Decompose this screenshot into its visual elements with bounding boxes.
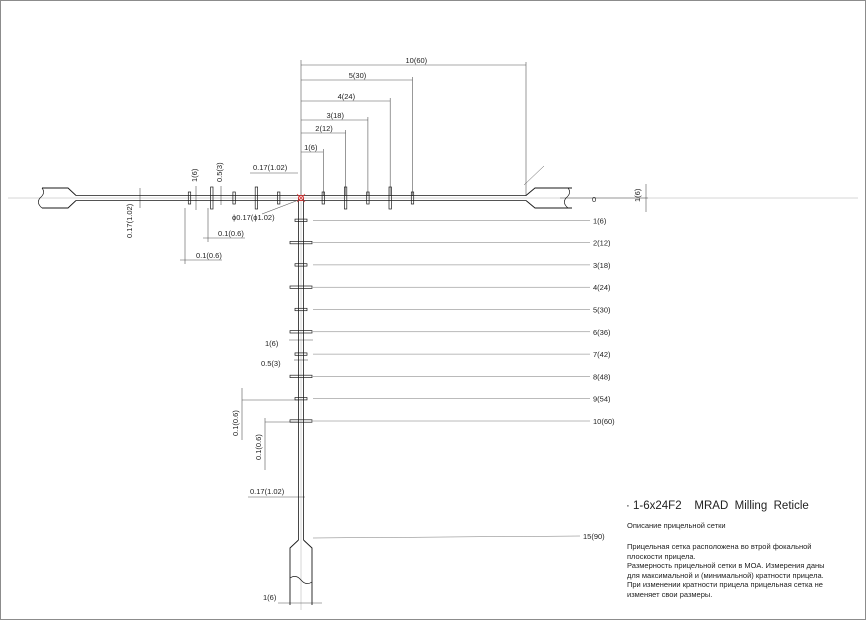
description-line: Прицельная сетка расположена во втрой фо… xyxy=(627,542,812,561)
vertical-value-label: 3(18) xyxy=(593,261,611,270)
line-width-label-2: 0.1(0.6) xyxy=(196,251,222,260)
bottom-post-break xyxy=(289,576,313,584)
bottom-thick-post xyxy=(289,539,313,605)
top-dimension-label: 1(6) xyxy=(304,143,318,152)
vertical-value-label: 9(54) xyxy=(593,395,611,404)
horizontal-hash-mark xyxy=(344,186,348,210)
reticle-info-panel: · 1-6x24F2 MRAD Milling Reticle Описание… xyxy=(626,500,831,599)
horizontal-hash-mark xyxy=(410,191,415,205)
vertical-leader xyxy=(312,535,581,539)
top-dimension-label: 3(18) xyxy=(326,111,344,120)
vertical-hash-mark xyxy=(289,241,313,245)
dimension-lines xyxy=(8,60,858,610)
horizontal-hash-mark xyxy=(321,191,325,205)
center-dot xyxy=(298,195,304,201)
horizontal-hash-mark xyxy=(232,191,236,205)
bottom-post-label: 1(6) xyxy=(263,593,277,602)
vertical-value-label: 8(48) xyxy=(593,372,611,381)
tick-height-label: 1(6) xyxy=(190,168,199,182)
vertical-hash-mark xyxy=(289,330,313,334)
center-cross xyxy=(296,193,306,203)
horizontal-hash-mark xyxy=(277,191,281,205)
horizontal-hash-mark xyxy=(254,186,258,210)
half-tick-label: 0.5(3) xyxy=(215,162,224,182)
reticle-description: Прицельная сетка расположена во втрой фо… xyxy=(627,542,831,599)
vertical-hash-mark xyxy=(294,352,308,356)
line-width-b-label: 0.1(0.6) xyxy=(254,434,263,460)
right-post-break xyxy=(564,187,570,209)
description-line: При изменении кратности прицела прицельн… xyxy=(627,580,823,599)
vertical-value-label: 4(24) xyxy=(593,283,611,292)
vertical-hash-mark xyxy=(294,307,308,312)
top-dimension-label: 4(24) xyxy=(338,92,356,101)
post-width-v-label: 0.17(1.02) xyxy=(250,487,285,496)
post-width-label: 0.17(1.02) xyxy=(125,203,134,238)
vertical-value-label: 15(90) xyxy=(583,532,605,541)
vertical-value-label: 10(60) xyxy=(593,417,615,426)
center-dot-label: ϕ0.17(ϕ1.02) xyxy=(232,213,275,222)
right-thick-post xyxy=(525,187,572,209)
description-line: Размерность прицельной сетки в МОА. Изме… xyxy=(627,561,825,580)
top-dimension-label: 5(30) xyxy=(349,71,367,80)
vertical-hash-mark xyxy=(289,285,313,289)
horizontal-hash-mark xyxy=(388,186,392,210)
vertical-value-label: 6(36) xyxy=(593,328,611,337)
vertical-hash-mark xyxy=(289,419,313,423)
reticle-marks xyxy=(38,186,572,605)
post-right-label: 1(6) xyxy=(633,188,642,202)
left-thick-post xyxy=(42,187,77,209)
post-extension-line xyxy=(523,165,545,186)
left-post-break xyxy=(38,187,44,209)
vertical-hash-mark xyxy=(294,263,308,267)
reticle-title: · 1-6x24F2 MRAD Milling Reticle xyxy=(626,500,809,512)
vertical-value-label: 1(6) xyxy=(593,216,607,225)
vertical-value-label: 7(42) xyxy=(593,350,611,359)
center-dot-leader xyxy=(261,200,297,215)
reticle-subtitle: Описание прицельной сетки xyxy=(627,521,726,530)
half-tick-v-label: 0.5(3) xyxy=(261,359,281,368)
top-dimension-label: 2(12) xyxy=(315,124,333,133)
line-width-label: 0.1(0.6) xyxy=(218,229,244,238)
zero-label: 0 xyxy=(592,195,596,204)
vertical-value-label: 2(12) xyxy=(593,239,611,248)
horizontal-hash-mark xyxy=(210,186,214,210)
top-dimension-label: 10(60) xyxy=(406,56,428,65)
vertical-hash-mark xyxy=(294,218,308,222)
gap-label: 0.17(1.02) xyxy=(253,163,288,172)
vertical-hash-mark xyxy=(294,397,308,401)
tick-width-label: 1(6) xyxy=(265,339,279,348)
dimension-labels: 10(60) 5(30) 4(24) 3(18) 2(12) 1(6) 0.17(1.02)… xyxy=(125,56,642,602)
line-width-a-label: 0.1(0.6) xyxy=(231,410,240,436)
horizontal-hash-mark xyxy=(366,191,370,205)
vertical-value-label: 5(30) xyxy=(593,306,611,315)
vertical-hash-mark xyxy=(289,374,313,378)
horizontal-hash-mark xyxy=(187,191,192,205)
